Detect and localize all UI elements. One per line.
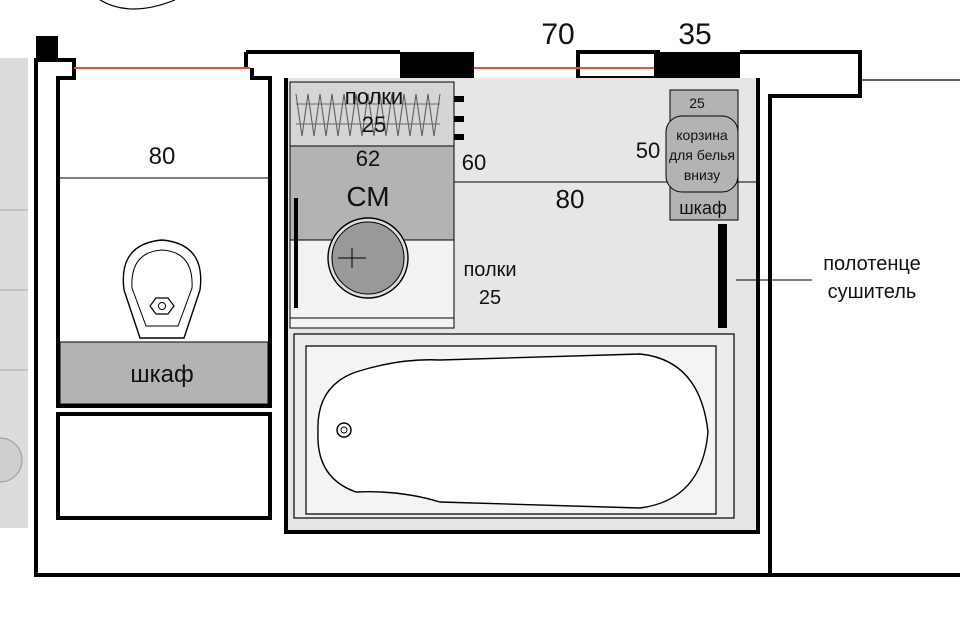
mid-shelves-label: полки [463,259,516,281]
basket-width-label: 50 [636,138,660,163]
bathtub-drain-icon [336,422,352,438]
toilet-room-walls [36,58,272,408]
hook-icon [454,134,464,140]
top-shelves-depth: 25 [362,112,386,137]
washer-depth-label: 60 [462,150,486,175]
towel-dryer-label-2: сушитель [828,281,917,303]
towel-dryer-icon [718,224,727,328]
mid-shelves-depth: 25 [479,287,501,309]
hook-icon [454,96,464,102]
outer-wall-niche [576,50,660,80]
outer-wall-right [740,50,862,575]
toilet-drain-icon [149,297,175,315]
washer-door-line [294,198,298,308]
toilet-drain-center [158,302,166,310]
laundry-basket [665,115,739,193]
bath-length-label: 80 [556,184,585,214]
top-shelves-label: полки [345,84,403,109]
wall-pillar [654,52,740,78]
washer-label: СМ [346,181,389,212]
washer-drum-icon [331,221,405,295]
bathtub-drain-center [340,426,348,434]
wall-pillar [36,36,58,60]
door-swing-arc [99,0,176,10]
bathtub-basin-icon [317,353,709,509]
basket-depth-label: 25 [689,95,705,111]
toilet-bowl-icon [122,239,202,339]
outer-wall-left-bottom [34,58,960,577]
hook-icon [454,116,464,122]
wall-pillar [400,52,474,78]
towel-dryer-label-1: полотенце [823,253,921,275]
bathroom-walls [284,78,760,534]
radiator-icon [295,93,441,137]
washer-width-label: 62 [356,146,380,171]
toilet-seat-icon [131,249,193,327]
lower-niche [56,412,272,520]
adjacent-fixture [0,437,23,483]
basket-label-2: для белья [669,147,735,163]
basket-label-3: внизу [684,167,720,183]
toilet-cabinet-label: шкаф [130,361,193,388]
dimension-70: 70 [541,18,574,51]
toilet-cabinet [59,341,269,405]
right-cabinet-label: шкаф [679,198,727,218]
toilet-width-label: 80 [149,143,176,170]
dimension-35: 35 [678,18,711,51]
basket-label-1: корзина [676,127,728,143]
